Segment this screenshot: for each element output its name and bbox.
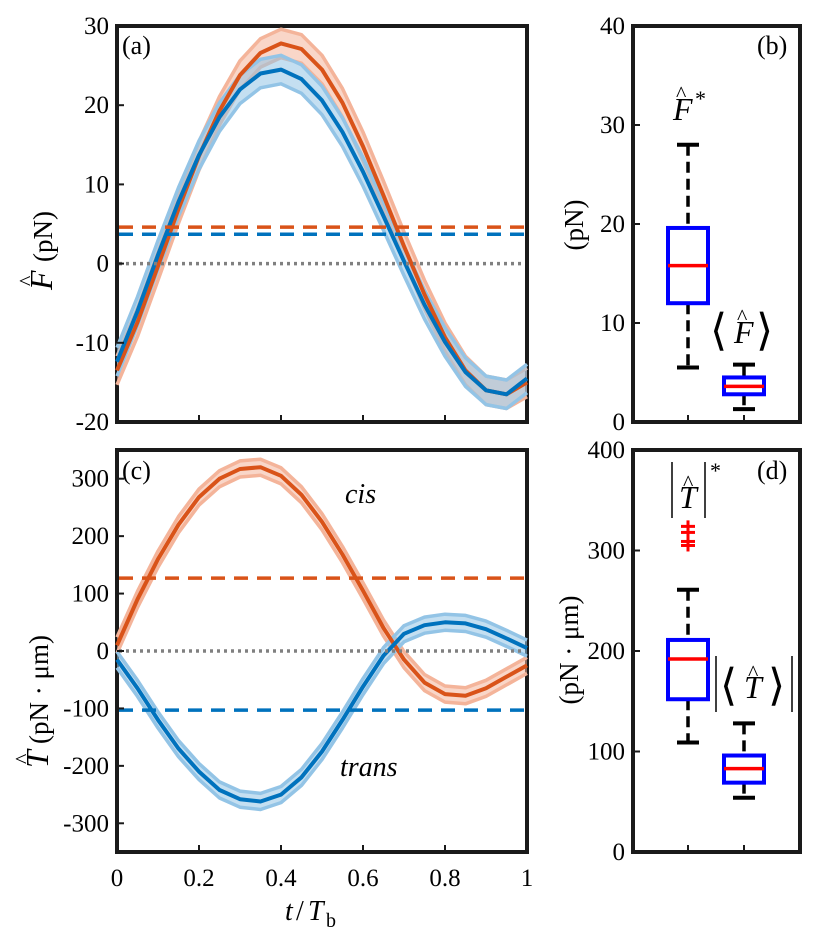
svg-text:^: ^ [676,81,687,106]
plot-c: -300 -200 -100 0 100 200 300 0 0.2 0.4 0.6 0.8 1 [63,457,534,892]
line-c-cis [115,465,528,698]
ytick-label-a-2: 0 [97,251,110,278]
band-upper-c-cis [115,457,528,690]
xtick-label-c-4: 0.8 [429,865,460,892]
ytick-label-c-3: 0 [97,638,110,665]
annotation-cis: cis [345,479,376,510]
ylabel-c: T ^ (pN · μm) [10,635,55,768]
axes-frame-b [631,24,802,424]
plot-d: 0 100 200 300 400 [588,437,766,866]
line-a-trans [115,67,529,397]
ytick-label-a-5: 30 [84,13,109,40]
ytick-label-d-0: 0 [613,839,626,866]
xtick-label-c-3: 0.6 [347,865,378,892]
ytick-label-c-6: 300 [72,466,110,493]
ytick-label-b-1: 10 [600,310,625,337]
ytick-label-a-4: 20 [84,92,109,119]
svg-text:*: * [710,458,721,483]
svg-text:T: T [744,669,764,705]
ylabel-a-units: (pN) [28,211,58,262]
xlabel-c-sub: b [326,910,336,932]
plot-a: -20 -10 0 10 20 30 [76,13,529,436]
ytick-label-d-1: 100 [588,739,626,766]
annotation-trans: trans [340,752,398,783]
xtick-label-c-5: 1 [521,865,534,892]
panel-label-d: (d) [757,456,787,485]
xlabel-c: t / T b [285,896,336,932]
svg-text:⟨: ⟨ [710,306,727,355]
panel-label-a: (a) [122,31,151,60]
ytick-label-c-0: -300 [63,810,109,837]
box-d-T-star [666,637,710,702]
svg-text:/: / [296,896,304,927]
band-upper-c-trans [115,612,528,796]
svg-text:⟨: ⟨ [720,661,737,710]
svg-text:T: T [679,479,699,515]
svg-text:⟩: ⟩ [768,661,785,710]
svg-text:F: F [733,314,754,350]
ylabel-a: F ^ (pN) [14,211,59,291]
axes-frame-a [115,24,529,424]
svg-text:^: ^ [10,753,35,764]
ytick-label-d-4: 400 [588,437,626,464]
ytick-label-c-2: -100 [63,695,109,722]
box-label-T-star: T ^ * [671,458,721,518]
svg-text:T: T [308,896,326,927]
svg-text:F: F [23,270,59,291]
ytick-label-c-4: 100 [72,581,110,608]
band-lower-a-trans [115,82,529,411]
xtick-label-c-2: 0.4 [265,865,297,892]
svg-text:^: ^ [737,304,748,329]
svg-text:^: ^ [748,660,759,685]
xtick-label-c-0: 0 [111,865,124,892]
ytick-label-b-0: 0 [613,409,626,436]
band-c-cis [117,459,527,704]
band-lower-c-trans [115,628,528,812]
ytick-label-a-0: -20 [76,409,109,436]
ytick-label-a-1: -10 [76,330,109,357]
ytick-label-c-5: 200 [72,523,110,550]
svg-text:^: ^ [14,275,39,286]
svg-text:⟩: ⟩ [756,306,773,355]
ylabel-d: (pN · μm) [554,596,584,705]
svg-text:t: t [285,896,294,927]
axes-frame-d [631,448,802,854]
xtick-label-c-1: 0.2 [183,865,214,892]
panel-label-c: (c) [122,456,151,485]
svg-text:^: ^ [683,470,694,495]
ytick-label-d-2: 200 [588,638,626,665]
svg-text:*: * [695,86,706,111]
svg-text:F: F [672,91,693,127]
band-upper-a-trans [115,53,529,382]
line-c-trans [115,620,528,804]
ytick-label-b-2: 20 [600,211,625,238]
plot-b: 0 10 20 30 40 [600,13,766,436]
ytick-label-c-1: -200 [63,753,109,780]
box-label-F-mean: ⟨ F ^ ⟩ [710,304,773,355]
ytick-label-a-3: 10 [84,171,109,198]
ytick-label-b-3: 30 [600,112,625,139]
band-c-trans [117,614,527,810]
ylabel-b: (pN) [559,200,589,251]
ylabel-c-units: (pN · μm) [24,635,54,744]
band-lower-c-cis [115,473,528,706]
box-label-T-mean: ⟨ T ^ ⟩ [715,656,793,712]
ytick-label-d-3: 300 [588,538,626,565]
svg-text:T: T [19,748,55,768]
box-label-F-star: F ^ * [672,81,706,127]
panel-label-b: (b) [757,31,787,60]
ytick-label-b-4: 40 [600,13,625,40]
